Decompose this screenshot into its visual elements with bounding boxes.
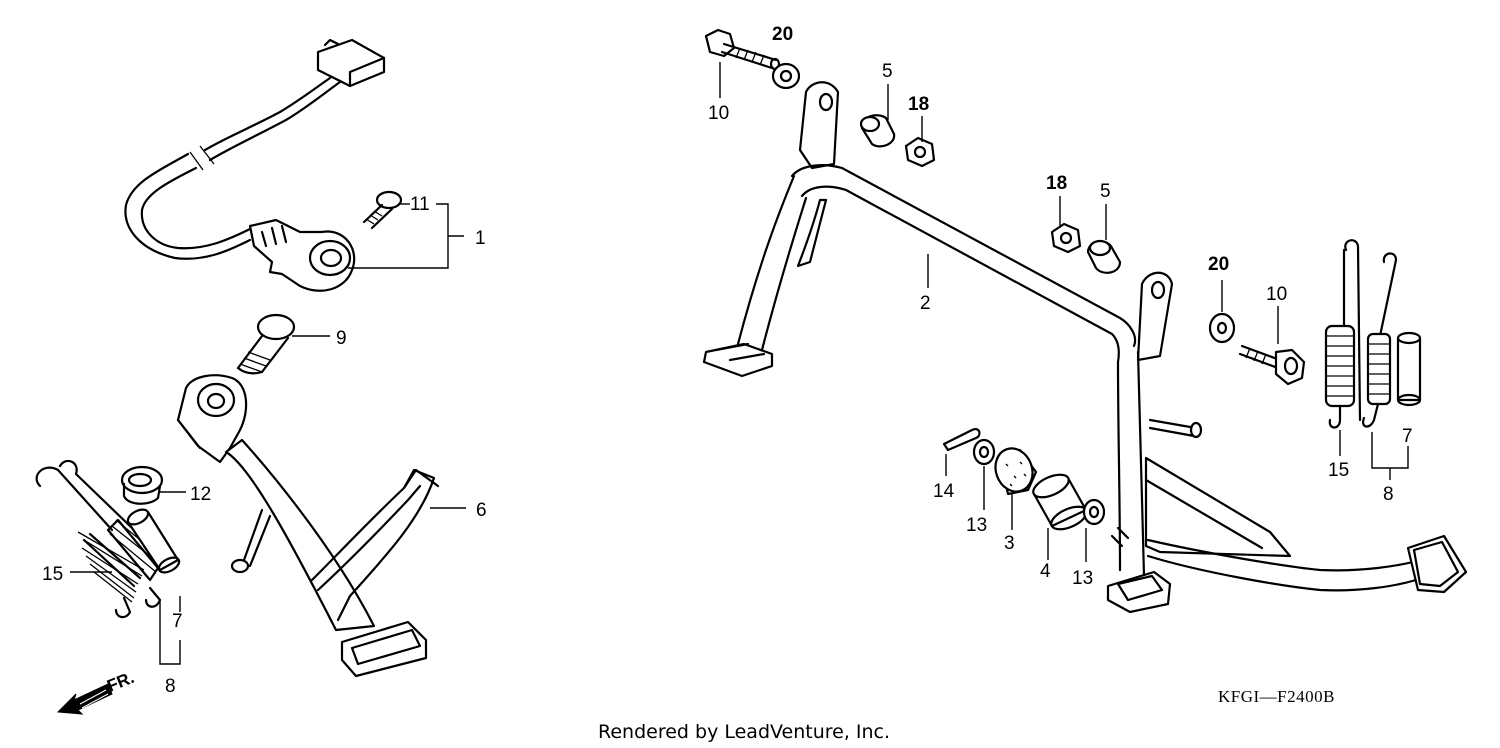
bolt-10-top	[704, 28, 781, 71]
callout-5-top: 5	[882, 61, 893, 82]
diagram-code: KFGI—F2400B	[1218, 687, 1335, 706]
washer-13-right	[1082, 498, 1106, 526]
bolt-10-right	[1238, 344, 1306, 386]
callout-9: 9	[336, 328, 347, 349]
collar-7-left	[126, 508, 181, 574]
callout-18-top: 18	[908, 94, 929, 115]
collar-5-middle	[1086, 239, 1122, 274]
callout-5-middle: 5	[1100, 181, 1111, 202]
credit-text: Rendered by LeadVenture, Inc.	[598, 721, 890, 743]
callout-6: 6	[476, 500, 487, 521]
callout-10-top: 10	[708, 103, 729, 124]
main-stand	[702, 81, 1468, 614]
side-stand	[176, 374, 440, 678]
callouts: 1 2 3 4 5 5 6 7 7 8 8 9 10 10 11 12 13 1…	[42, 24, 1413, 697]
spring-8-right	[1362, 252, 1398, 428]
bolt-9	[236, 313, 296, 375]
callout-20-right: 20	[1208, 254, 1229, 275]
nut-18-top	[904, 136, 936, 168]
collar-7-right	[1396, 331, 1422, 407]
washer-20-right	[1208, 312, 1236, 344]
callout-7-right: 7	[1402, 426, 1413, 447]
callout-3: 3	[1004, 533, 1015, 554]
callout-15-left: 15	[42, 564, 63, 585]
callout-1: 1	[475, 228, 486, 249]
front-direction-label: FR.	[104, 668, 137, 696]
screw-11	[362, 190, 403, 230]
front-direction-arrow	[56, 683, 113, 715]
callout-18-middle: 18	[1046, 173, 1067, 194]
cotter-pin-14	[942, 428, 981, 452]
callout-11: 11	[410, 194, 430, 215]
callout-13-left: 13	[966, 515, 987, 536]
spring-15-left	[35, 459, 163, 619]
washer-13-left	[972, 438, 996, 466]
callout-8-left: 8	[165, 676, 176, 697]
collar-5-top	[859, 114, 896, 148]
callout-2: 2	[920, 293, 931, 314]
callout-14: 14	[933, 481, 955, 502]
callout-7-left: 7	[172, 611, 183, 632]
callout-12: 12	[190, 484, 211, 505]
callout-8-right: 8	[1383, 484, 1394, 505]
side-stand-switch	[124, 38, 386, 292]
callout-15-right: 15	[1328, 460, 1349, 481]
roller-3	[994, 447, 1038, 496]
callout-10-right: 10	[1266, 284, 1287, 305]
collar-4	[1032, 473, 1088, 531]
callout-4: 4	[1040, 561, 1051, 582]
washer-20-top	[771, 62, 801, 90]
callout-13-right: 13	[1072, 568, 1093, 589]
collar-12	[120, 465, 164, 505]
leader-lines	[70, 62, 1409, 665]
nut-18-middle	[1050, 222, 1082, 254]
callout-20-top: 20	[772, 24, 793, 45]
spring-15-right	[1324, 239, 1362, 429]
